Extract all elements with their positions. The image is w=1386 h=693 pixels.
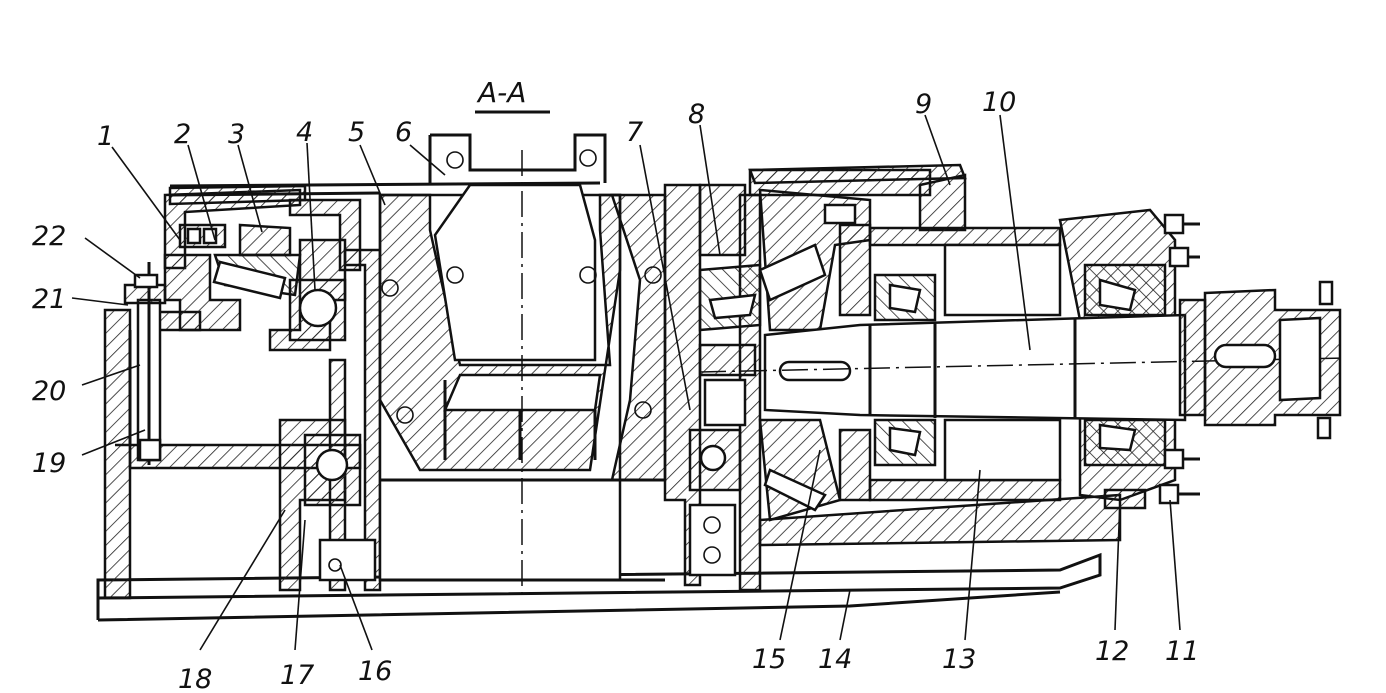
callout-labels: 1 2 3 4 5 6 7 8 9 10 11 12 13 14 15 16 1… (32, 87, 1199, 693)
callout-3: 3 (228, 119, 245, 150)
output-shaft-10 (699, 226, 1346, 502)
tapered-bearing-left (212, 223, 302, 300)
callout-11: 11 (1165, 636, 1199, 667)
callout-16: 16 (358, 656, 392, 687)
callout-5: 5 (348, 117, 365, 148)
callout-13: 13 (942, 644, 976, 675)
callout-8: 8 (688, 99, 705, 130)
base-plate (96, 552, 1102, 622)
callout-22: 22 (32, 221, 66, 252)
central-hub-6 (378, 110, 667, 600)
callout-21: 21 (32, 284, 66, 315)
section-label: A-A (476, 76, 526, 109)
callout-14: 14 (818, 644, 852, 675)
callout-20: 20 (32, 376, 66, 407)
leader-lines (71, 114, 1181, 651)
callout-19: 19 (32, 448, 66, 479)
callout-7: 7 (626, 117, 643, 148)
callout-10: 10 (982, 87, 1016, 118)
ball-bearing-4 (288, 278, 347, 342)
callout-17: 17 (280, 660, 314, 691)
bearing-7-lower (688, 428, 742, 577)
callout-9: 9 (915, 89, 932, 120)
bolt-assembly-19-22 (123, 262, 167, 465)
callout-12: 12 (1095, 636, 1129, 667)
bearing-8 (698, 263, 762, 427)
cover-9 (748, 163, 967, 225)
ball-bearing-17 (303, 433, 377, 582)
callout-1: 1 (97, 121, 114, 152)
callout-4: 4 (296, 117, 313, 148)
callout-6: 6 (395, 117, 412, 148)
pinion-2 (178, 223, 227, 249)
flange-bolts (1103, 213, 1200, 510)
tapered-bearings-right (873, 263, 1167, 467)
callout-15: 15 (752, 644, 786, 675)
coupling-flange (1178, 280, 1342, 440)
left-housing (103, 181, 601, 600)
callout-18: 18 (178, 664, 212, 693)
callout-2: 2 (174, 119, 191, 150)
